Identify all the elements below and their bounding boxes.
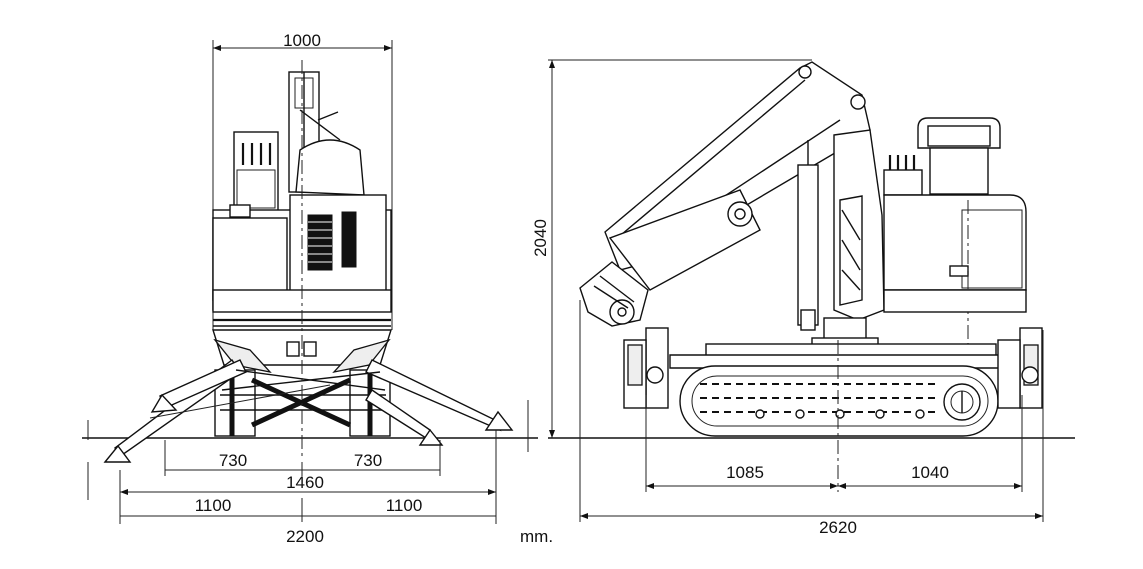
dim-front-track-right: 730 (354, 451, 382, 470)
dim-front-outrigger-right: 1100 (386, 496, 423, 515)
dim-front-track-total-label: 1460 (286, 473, 324, 492)
side-view: 2040 (531, 59, 1075, 537)
dim-front-track-left: 730 (219, 451, 247, 470)
side-boom (579, 61, 871, 331)
dim-front-track: 730 730 (164, 440, 441, 476)
dim-side-front-label: 1085 (726, 463, 764, 482)
front-outriggers (103, 358, 514, 463)
dim-front-width-label: 1000 (283, 31, 321, 50)
dim-side-track: 1085 1040 (645, 395, 1023, 492)
side-outriggers (623, 327, 1043, 409)
dim-front-outrigger-half: 1100 1100 (119, 430, 497, 524)
dim-front-track-total: 1460 (120, 473, 496, 495)
dim-side-rear-label: 1040 (911, 463, 949, 482)
dim-side-length-label: 2620 (819, 518, 857, 537)
dim-side-height-label: 2040 (531, 219, 550, 257)
front-view: 1000 (82, 31, 538, 546)
dim-side-length: 2620 (579, 300, 1044, 537)
side-track (669, 343, 1001, 437)
dim-side-height: 2040 (531, 59, 812, 438)
dim-front-outrigger-total: 2200 (286, 527, 324, 546)
unit-label: mm. (520, 527, 553, 546)
side-column (811, 129, 885, 365)
dim-front-outrigger-left: 1100 (195, 496, 232, 515)
side-body (883, 117, 1027, 420)
dim-front-outrigger-total-label: 2200 (286, 527, 324, 546)
